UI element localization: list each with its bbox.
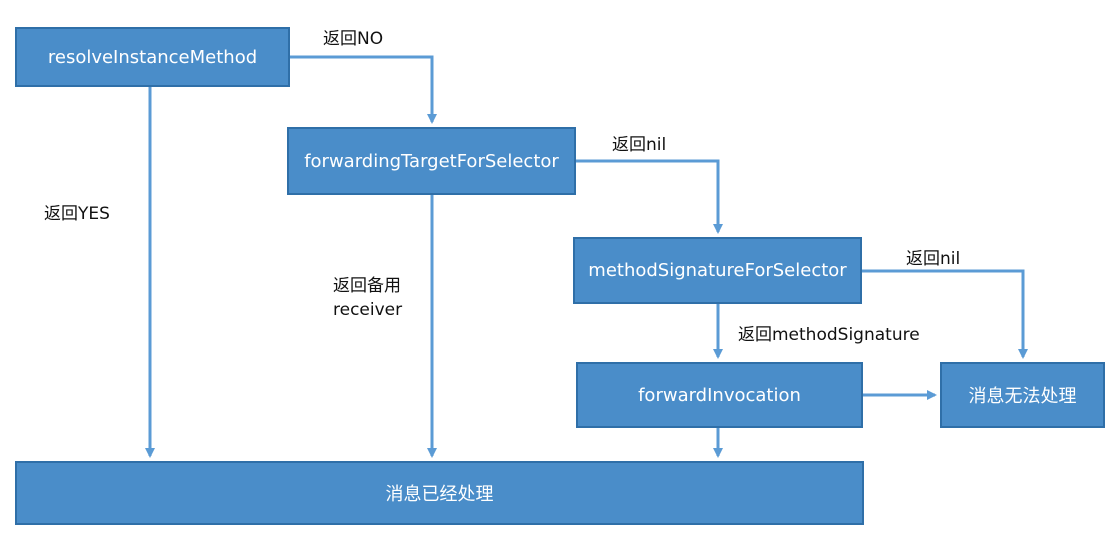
node-label: 消息无法处理 — [968, 386, 1077, 407]
node-resolve-instance-method: resolveInstanceMethod — [15, 27, 290, 87]
edge-label-line: 返回备用 — [333, 276, 401, 296]
edge-label-return-backup-receiver: 返回备用 receiver — [333, 274, 453, 322]
node-label: forwardingTargetForSelector — [304, 150, 559, 172]
edge-label-return-nil-1: 返回nil — [612, 135, 667, 155]
edge-label-return-yes: 返回YES — [44, 204, 110, 224]
edge-return-nil-1 — [576, 159, 723, 234]
node-forward-invocation: forwardInvocation — [576, 362, 863, 428]
edge-label-return-no: 返回NO — [323, 29, 384, 49]
node-label: methodSignatureForSelector — [588, 260, 847, 281]
node-message-handled: 消息已经处理 — [15, 461, 864, 525]
node-label: 消息已经处理 — [385, 484, 494, 505]
node-method-signature-for-selector: methodSignatureForSelector — [573, 237, 862, 304]
edge-label-return-method-signature: 返回methodSignature — [738, 325, 920, 345]
edge-return-no — [290, 55, 437, 124]
node-message-cannot-be-handled: 消息无法处理 — [940, 362, 1105, 428]
edge-label-return-nil-2: 返回nil — [906, 249, 961, 269]
node-forwarding-target-for-selector: forwardingTargetForSelector — [287, 127, 576, 195]
node-label: resolveInstanceMethod — [47, 46, 258, 68]
node-label: forwardInvocation — [638, 384, 801, 406]
edge-label-line: receiver — [333, 300, 403, 320]
edge-return-nil-2 — [862, 269, 1028, 359]
